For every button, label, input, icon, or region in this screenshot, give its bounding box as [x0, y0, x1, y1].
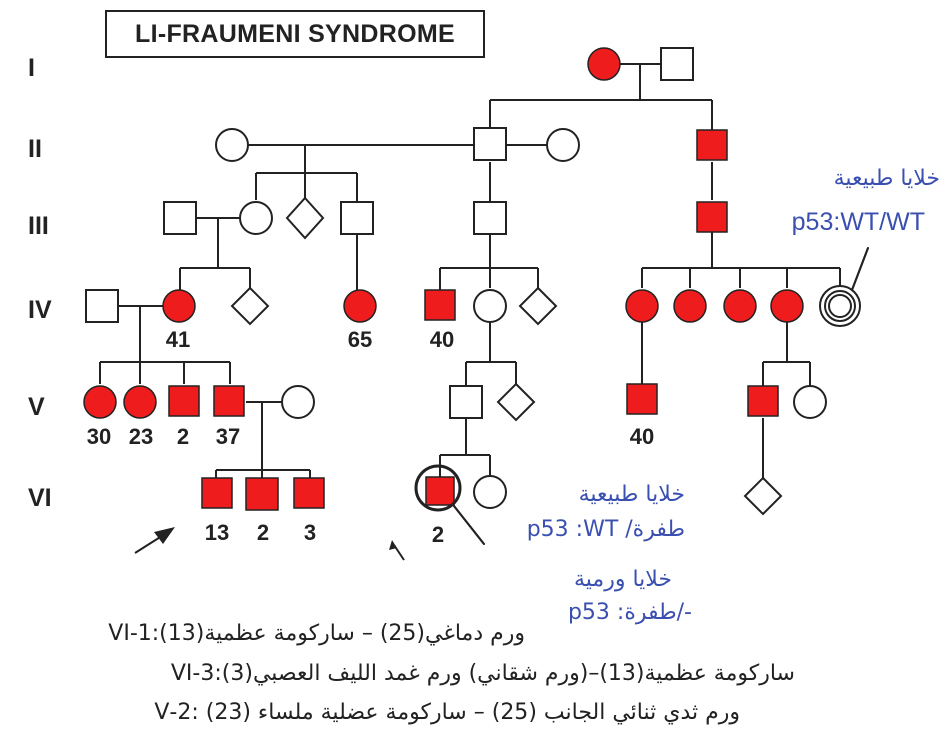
- individual-vi-1: [201, 477, 233, 509]
- age-label: 13: [204, 520, 230, 545]
- individual-i-1: [587, 47, 621, 81]
- individual-v-10: [793, 385, 827, 419]
- individual-iv-10: [723, 289, 757, 323]
- proband-arrow-icon: [134, 527, 175, 554]
- individual-v-8: [626, 383, 658, 415]
- individual-v-6: [449, 385, 483, 419]
- individual-ii-4: [696, 129, 728, 161]
- individual-v-7: [496, 382, 536, 422]
- individual-iv-3: [230, 286, 270, 326]
- individual-iii-3: [285, 196, 325, 240]
- annotation-normal-cells-mid: خلايا طبيعية: [578, 482, 685, 507]
- individual-v-1: [83, 385, 117, 419]
- annotation-tumor-cells: خلايا ورمية: [573, 567, 672, 592]
- individual-iv-8: [625, 289, 659, 323]
- individual-iv-1: [85, 289, 119, 323]
- individual-iv-11: [770, 289, 804, 323]
- individual-v-9: [747, 385, 779, 417]
- age-label: 40: [629, 424, 655, 449]
- probe-handle-icon: [851, 247, 869, 291]
- age-label: 65: [347, 327, 373, 352]
- individual-iv-2: [162, 289, 196, 323]
- individual-iii-1: [163, 201, 197, 235]
- annotation-p53-tumor: -/طفرة: p53: [567, 600, 692, 625]
- individual-iv-9: [673, 289, 707, 323]
- individual-vi-5: [473, 475, 507, 509]
- individual-iv-12: [819, 285, 861, 327]
- individual-v-3: [168, 385, 200, 417]
- annotation-p53-mid: طفرة/ p53 :WT: [526, 517, 685, 542]
- age-label: 2: [431, 522, 445, 547]
- individual-i-2: [660, 47, 694, 81]
- age-label: 30: [86, 424, 112, 449]
- individual-iii-6: [696, 201, 728, 233]
- individual-ii-2: [473, 127, 507, 161]
- age-label: 37: [215, 424, 241, 449]
- individual-v-4: [213, 385, 245, 417]
- pedigree-lines: [99, 63, 841, 478]
- individual-iii-5: [473, 201, 507, 235]
- pointer-arrow-icon: [389, 540, 405, 561]
- generation-label-ii: II: [28, 135, 42, 163]
- annotation-p53-top: p53:WT/WT: [791, 208, 925, 236]
- annotation-normal-cells-top: خلايا طبيعية: [833, 166, 940, 191]
- individual-iv-6: [473, 289, 507, 323]
- individual-vi-2: [245, 477, 279, 511]
- legend-line-v-2: ورم ثدي ثنائي الجانب (25) – ساركومة عضلي…: [154, 700, 740, 725]
- age-label: 2: [176, 424, 190, 449]
- generation-label-vi: VI: [28, 484, 52, 512]
- individual-v-2: [123, 385, 157, 419]
- generation-label-v: V: [28, 393, 45, 421]
- age-label: 2: [256, 520, 270, 545]
- individual-vi-4: [425, 476, 455, 506]
- individual-iv-5: [424, 289, 456, 321]
- individual-v-5: [281, 385, 315, 419]
- individual-ii-1: [215, 128, 249, 162]
- individual-vi-3: [293, 477, 325, 509]
- generation-label-iii: III: [28, 212, 49, 240]
- individual-ii-3: [546, 128, 580, 162]
- age-label: 3: [303, 520, 317, 545]
- individual-iv-4: [343, 289, 377, 323]
- magnifier-icon: [414, 464, 485, 545]
- individual-iii-4: [340, 201, 374, 235]
- individual-vi-6: [743, 476, 783, 516]
- figure-title: LI-FRAUMENI SYNDROME: [105, 10, 485, 58]
- age-label: 40: [429, 327, 455, 352]
- age-label: 23: [128, 424, 154, 449]
- legend-line-vi-1: ورم دماغي(25) – ساركومة عظمية(13):1-VI: [108, 621, 525, 646]
- generation-label-i: I: [28, 54, 35, 82]
- individual-iv-7: [518, 286, 558, 326]
- age-label: 41: [165, 327, 191, 352]
- generation-label-iv: IV: [28, 296, 52, 324]
- individual-iii-2: [239, 201, 273, 235]
- legend-line-vi-3: ساركومة عظمية(13)–(ورم شقاني) ورم غمد ال…: [170, 661, 795, 686]
